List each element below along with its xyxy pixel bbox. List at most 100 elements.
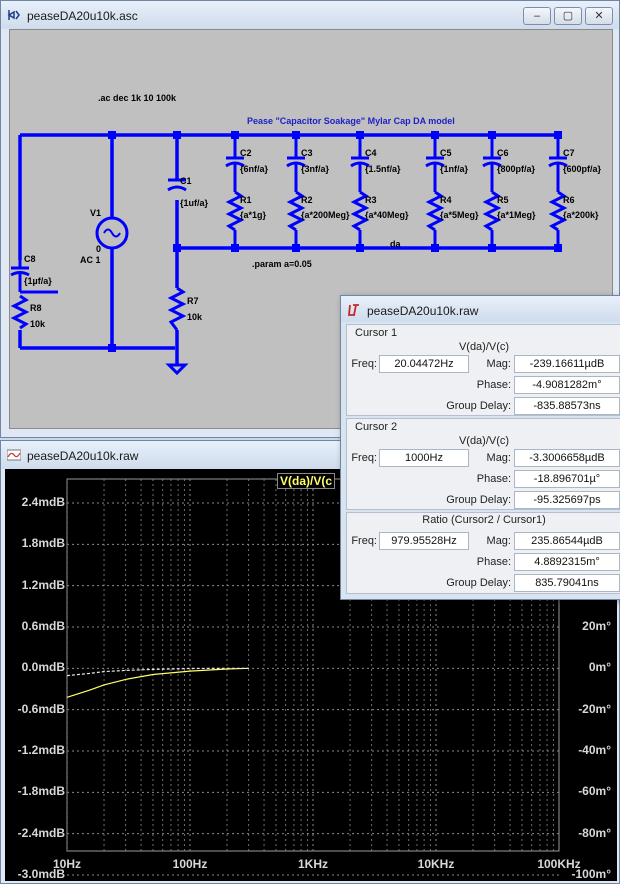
y-right-tick: -80m°: [578, 825, 611, 840]
r8-value[interactable]: 10k: [30, 319, 46, 329]
magnitude-trace[interactable]: [66, 667, 249, 698]
cursor1-group: Cursor 1 V(da)/V(c) Freq: 20.04472Hz Mag…: [346, 324, 620, 416]
branch-1-cname[interactable]: C2: [240, 148, 252, 158]
cursor1-gd-label: Group Delay:: [446, 400, 511, 412]
cursor1-title: Cursor 1: [355, 327, 398, 339]
junction-dot: [231, 244, 239, 252]
cursor1-freq-label: Freq:: [351, 358, 377, 370]
ac-directive[interactable]: .ac dec 1k 10 100k: [98, 93, 177, 103]
schematic-window-title: peaseDA20u10k.asc: [27, 9, 138, 23]
ratio-mag-field[interactable]: 235.86544µdB: [514, 532, 620, 550]
branch-2-rname[interactable]: R2: [301, 195, 313, 205]
junction-dot: [431, 131, 439, 139]
title-comment[interactable]: Pease "Capacitor Soakage" Mylar Cap DA m…: [247, 116, 455, 126]
branch-1-cval[interactable]: {6nf/a}: [240, 164, 269, 174]
y-left-tick: 1.2mdB: [21, 577, 65, 592]
y-right-tick: -100m°: [571, 867, 612, 881]
cursor2-phase-field[interactable]: -18.896701µ°: [514, 470, 620, 488]
ratio-mag-label: Mag:: [486, 535, 511, 547]
cursor2-group: Cursor 2 V(da)/V(c) Freq: 1000Hz Mag: -3…: [346, 418, 620, 510]
branch-6-cval[interactable]: {600pf/a}: [563, 164, 602, 174]
v1-value2[interactable]: AC 1: [80, 255, 101, 265]
branch-4-rname[interactable]: R4: [440, 195, 452, 205]
v1-value1[interactable]: 0: [96, 244, 102, 254]
junction-dot: [356, 244, 364, 252]
r7-symbol: [167, 286, 187, 331]
maximize-button[interactable]: ▢: [554, 7, 582, 25]
y-left-tick: 0.6mdB: [21, 619, 65, 633]
branch-5-cname[interactable]: C6: [497, 148, 509, 158]
c1-name[interactable]: C1: [180, 176, 192, 186]
y-left-tick: 0.0mdB: [21, 660, 65, 675]
close-button[interactable]: ✕: [585, 7, 613, 25]
schematic-titlebar[interactable]: peaseDA20u10k.asc – ▢ ✕: [1, 1, 619, 29]
c8-symbol: [10, 260, 58, 330]
c1-value[interactable]: {1uf/a}: [180, 198, 209, 208]
v1-symbol: [95, 216, 129, 250]
net-label-da[interactable]: da: [390, 239, 401, 249]
junction-dot: [356, 131, 364, 139]
y-left-tick: -1.2mdB: [17, 743, 65, 757]
branch-2-rval[interactable]: {a*200Meg}: [301, 210, 350, 220]
branch-4-cname[interactable]: C5: [440, 148, 452, 158]
r8-name[interactable]: R8: [30, 303, 42, 313]
ratio-gd-field[interactable]: 835.79041ns: [514, 574, 620, 592]
cursor2-mag-field[interactable]: -3.3006658µdB: [514, 449, 620, 467]
cursor-titlebar[interactable]: peaseDA20u10k.raw: [341, 296, 620, 322]
branch-3-cval[interactable]: {1.5nf/a}: [365, 164, 401, 174]
v1-name[interactable]: V1: [90, 208, 102, 218]
ratio-gd-label: Group Delay:: [446, 577, 511, 589]
branch-2: [286, 135, 306, 248]
x-tick: 1KHz: [297, 857, 328, 871]
x-tick: 100Hz: [172, 857, 208, 871]
branch-6-rval[interactable]: {a*200k}: [563, 210, 599, 220]
branch-6-rname[interactable]: R6: [563, 195, 575, 205]
y-left-tick: 2.4mdB: [21, 495, 65, 509]
cursor1-freq-field[interactable]: 20.04472Hz: [379, 355, 469, 373]
branch-1-rname[interactable]: R1: [240, 195, 252, 205]
r7-name[interactable]: R7: [187, 296, 199, 306]
c1-symbol: [167, 178, 187, 192]
cursor2-mag-label: Mag:: [486, 452, 511, 464]
branch-4-cval[interactable]: {1nf/a}: [440, 164, 469, 174]
branch-6-cname[interactable]: C7: [563, 148, 575, 158]
y-right-tick: -60m°: [578, 784, 611, 799]
ratio-phase-field[interactable]: 4.8892315m°: [514, 553, 620, 571]
branch-5-rname[interactable]: R5: [497, 195, 509, 205]
c8-value[interactable]: {1µf/a}: [24, 276, 52, 286]
cursor1-mag-label: Mag:: [486, 358, 511, 370]
cursor1-gd-field[interactable]: -835.88573ns: [514, 397, 620, 415]
cursor1-phase-field[interactable]: -4.9081282m°: [514, 376, 620, 394]
ratio-freq-field[interactable]: 979.95528Hz: [379, 532, 469, 550]
ratio-title: Ratio (Cursor2 / Cursor1): [422, 514, 546, 526]
minimize-button[interactable]: –: [523, 7, 551, 25]
r7-value[interactable]: 10k: [187, 312, 203, 322]
cursor2-freq-field[interactable]: 1000Hz: [379, 449, 469, 467]
branch-1-rval[interactable]: {a*1g}: [240, 210, 267, 220]
branch-5-cval[interactable]: {800pf/a}: [497, 164, 536, 174]
cursor-dialog: peaseDA20u10k.raw Cursor 1 V(da)/V(c) Fr…: [340, 295, 620, 600]
junction-dot: [488, 244, 496, 252]
branch-4-rval[interactable]: {a*5Meg}: [440, 210, 479, 220]
branch-2-cname[interactable]: C3: [301, 148, 313, 158]
ratio-group: Ratio (Cursor2 / Cursor1) Freq: 979.9552…: [346, 512, 620, 594]
phase-trace[interactable]: [66, 667, 249, 677]
param-directive[interactable]: .param a=0.05: [252, 259, 312, 269]
branch-3-rname[interactable]: R3: [365, 195, 377, 205]
junction-dot: [292, 244, 300, 252]
cursor2-gd-field[interactable]: -95.325697ps: [514, 491, 620, 509]
cursor2-expr: V(da)/V(c): [458, 435, 510, 447]
junction-dot: [488, 131, 496, 139]
cursor1-mag-field[interactable]: -239.16611µdB: [514, 355, 620, 373]
cursor2-phase-label: Phase:: [476, 473, 511, 485]
branch-3-rval[interactable]: {a*40Meg}: [365, 210, 409, 220]
trace-label[interactable]: V(da)/V(c: [277, 473, 336, 489]
branch-2-cval[interactable]: {3nf/a}: [301, 164, 330, 174]
branch-3-cname[interactable]: C4: [365, 148, 377, 158]
junction-dot: [431, 244, 439, 252]
branch-5-rval[interactable]: {a*1Meg}: [497, 210, 536, 220]
schematic-drawing: [10, 131, 568, 376]
c8-name[interactable]: C8: [24, 254, 36, 264]
ltspice-logo-icon: [348, 304, 359, 316]
y-left-tick: -0.6mdB: [17, 701, 65, 716]
